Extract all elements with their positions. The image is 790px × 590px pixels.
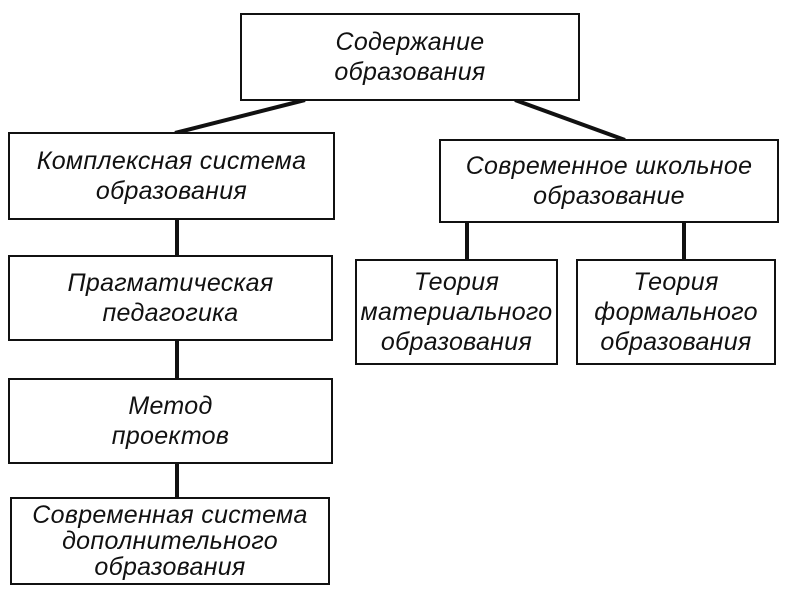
node-label: Комплексная система образования [36,147,307,205]
node-label: Современное школьное образование [465,152,753,210]
node-label: Теория формального образования [594,268,758,356]
node-label: Современная система дополнительного обра… [32,500,308,582]
node-formal-education-theory: Теория формального образования [576,259,776,365]
node-label: Прагматическая педагогика [67,269,274,327]
node-modern-school-education: Современное школьное образование [439,139,779,223]
node-label: Содержание образования [334,28,486,86]
node-label: Метод проектов [111,392,230,450]
edge-root-modern-school [514,98,626,142]
node-label: Теория материального образования [360,268,553,356]
node-material-education-theory: Теория материального образования [355,259,558,365]
edge-root-complex-system [174,98,306,135]
node-modern-additional-education-system: Современная система дополнительного обра… [10,497,330,585]
node-pragmatic-pedagogy: Прагматическая педагогика [8,255,333,341]
node-projects-method: Метод проектов [8,378,333,464]
node-complex-education-system: Комплексная система образования [8,132,335,220]
node-education-content: Содержание образования [240,13,580,101]
